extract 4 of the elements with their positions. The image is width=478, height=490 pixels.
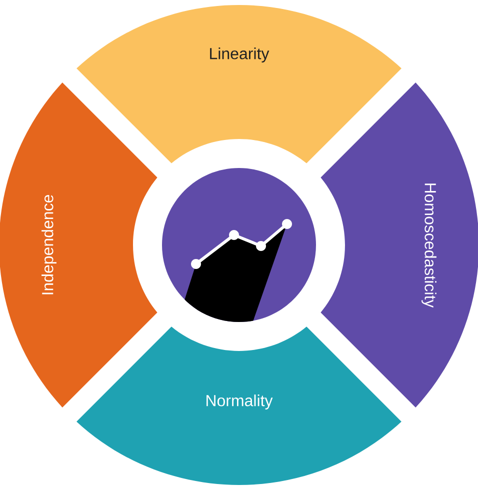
ring-segment: Homoscedasticity — [320, 82, 478, 408]
ring-segment: Independence — [0, 82, 158, 408]
ring-segment: Linearity — [76, 5, 402, 164]
ring-segment: Normality — [76, 326, 402, 485]
